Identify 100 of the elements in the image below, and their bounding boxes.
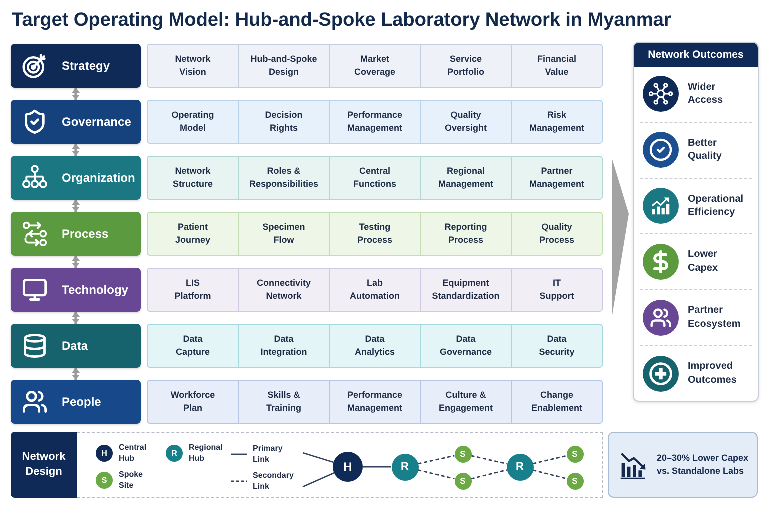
capability-label: Quality Process bbox=[539, 221, 575, 247]
capability-label: IT Support bbox=[540, 277, 574, 303]
capability-label: Patient Journey bbox=[175, 221, 210, 247]
dashed-link-line bbox=[418, 455, 455, 465]
callout-box bbox=[608, 432, 758, 498]
capability-box bbox=[511, 268, 603, 312]
capability-label: Reporting Process bbox=[444, 221, 488, 247]
legend-label: Spoke Site bbox=[119, 470, 144, 492]
capability-label: Decision Rights bbox=[265, 109, 303, 135]
spoke-site-node: S bbox=[566, 472, 584, 490]
capability-box bbox=[238, 324, 330, 368]
capability-label: Network Structure bbox=[172, 165, 213, 191]
capability-box bbox=[238, 156, 330, 200]
layer-box bbox=[11, 44, 141, 88]
layer-label: Governance bbox=[62, 115, 132, 129]
capability-box bbox=[329, 44, 421, 88]
capability-box bbox=[238, 212, 330, 256]
legend-marker: R bbox=[166, 445, 183, 462]
capability-label: Risk Management bbox=[529, 109, 584, 135]
outcome-label: Operational Efficiency bbox=[688, 192, 744, 220]
capability-label: Service Portfolio bbox=[448, 53, 484, 79]
capability-label: Data Integration bbox=[260, 333, 308, 359]
capability-label: Testing Process bbox=[357, 221, 393, 247]
section-label: Network Design bbox=[22, 450, 66, 480]
capability-box bbox=[511, 324, 603, 368]
capability-box bbox=[420, 268, 512, 312]
capability-box bbox=[147, 212, 239, 256]
outcome-label: Wider Access bbox=[688, 80, 724, 108]
capability-label: Performance Management bbox=[347, 109, 403, 135]
capability-box bbox=[147, 324, 239, 368]
capability-box bbox=[147, 44, 239, 88]
layer-box bbox=[11, 380, 141, 424]
legend-marker: H bbox=[96, 445, 113, 462]
legend-label: Primary Link bbox=[253, 444, 283, 466]
layer-box bbox=[11, 212, 141, 256]
capability-label: Market Coverage bbox=[354, 53, 396, 79]
layer-box bbox=[11, 100, 141, 144]
capability-label: Financial Value bbox=[537, 53, 576, 79]
dashed-link-line bbox=[532, 455, 567, 465]
capability-box bbox=[147, 100, 239, 144]
capability-box bbox=[511, 44, 603, 88]
regional-hub-node: R bbox=[506, 454, 534, 480]
double-arrow bbox=[72, 88, 80, 100]
spoke-site-node: S bbox=[454, 472, 472, 490]
double-arrow bbox=[72, 256, 80, 268]
capability-box bbox=[238, 268, 330, 312]
outcome-label: Partner Ecosystem bbox=[688, 304, 741, 332]
capability-label: Specimen Flow bbox=[262, 221, 306, 247]
capability-label: Skills & Training bbox=[266, 389, 302, 415]
capability-box bbox=[420, 44, 512, 88]
capability-box bbox=[511, 212, 603, 256]
outcome-label: Better Quality bbox=[688, 136, 722, 164]
capability-box bbox=[420, 212, 512, 256]
dashed-link-line bbox=[471, 470, 508, 480]
capability-box bbox=[238, 100, 330, 144]
capability-label: Change Enablement bbox=[531, 389, 582, 415]
link-line bbox=[302, 452, 334, 464]
capability-label: Hub-and-Spoke Design bbox=[250, 53, 318, 79]
capability-box bbox=[147, 268, 239, 312]
layer-box bbox=[11, 324, 141, 368]
double-arrow bbox=[72, 368, 80, 380]
capability-box bbox=[329, 100, 421, 144]
capability-label: Quality Oversight bbox=[444, 109, 487, 135]
capability-box bbox=[147, 380, 239, 424]
legend-label: Regional Hub bbox=[189, 443, 223, 465]
capability-box bbox=[420, 156, 512, 200]
dashed-link-line bbox=[471, 455, 507, 465]
capability-label: Data Governance bbox=[440, 333, 492, 359]
layer-label: Technology bbox=[62, 283, 128, 297]
callout-text: 20–30% Lower Capex vs. Standalone Labs bbox=[657, 452, 750, 478]
capability-label: LIS Platform bbox=[174, 277, 212, 303]
capability-label: Culture & Engagement bbox=[438, 389, 493, 415]
capability-label: Central Functions bbox=[354, 165, 396, 191]
capability-box bbox=[329, 380, 421, 424]
layer-label: People bbox=[62, 395, 102, 409]
capability-label: Workforce Plan bbox=[170, 389, 216, 415]
capability-label: Data Capture bbox=[176, 333, 210, 359]
outcome-label: Lower Capex bbox=[688, 248, 718, 276]
capability-label: Equipment Standardization bbox=[432, 277, 500, 303]
capability-label: Regional Management bbox=[438, 165, 494, 191]
capability-label: Performance Management bbox=[347, 389, 403, 415]
spoke-site-node: S bbox=[566, 446, 584, 462]
layer-box bbox=[11, 268, 141, 312]
capability-label: Data Analytics bbox=[354, 333, 396, 359]
capability-box bbox=[511, 100, 603, 144]
layer-box bbox=[11, 156, 141, 200]
capability-label: Connectivity Network bbox=[256, 277, 311, 303]
layer-label: Process bbox=[62, 227, 109, 241]
dashed-link-line bbox=[532, 470, 567, 480]
section-box bbox=[11, 432, 77, 498]
dashed-link-line bbox=[418, 470, 455, 480]
capability-box bbox=[511, 156, 603, 200]
capability-label: Network Vision bbox=[175, 53, 211, 79]
layer-label: Organization bbox=[62, 171, 136, 185]
double-arrow bbox=[72, 200, 80, 212]
capability-label: Lab Automation bbox=[350, 277, 400, 303]
capability-box bbox=[238, 44, 330, 88]
capability-box bbox=[511, 380, 603, 424]
capability-box bbox=[329, 324, 421, 368]
capability-box bbox=[329, 268, 421, 312]
